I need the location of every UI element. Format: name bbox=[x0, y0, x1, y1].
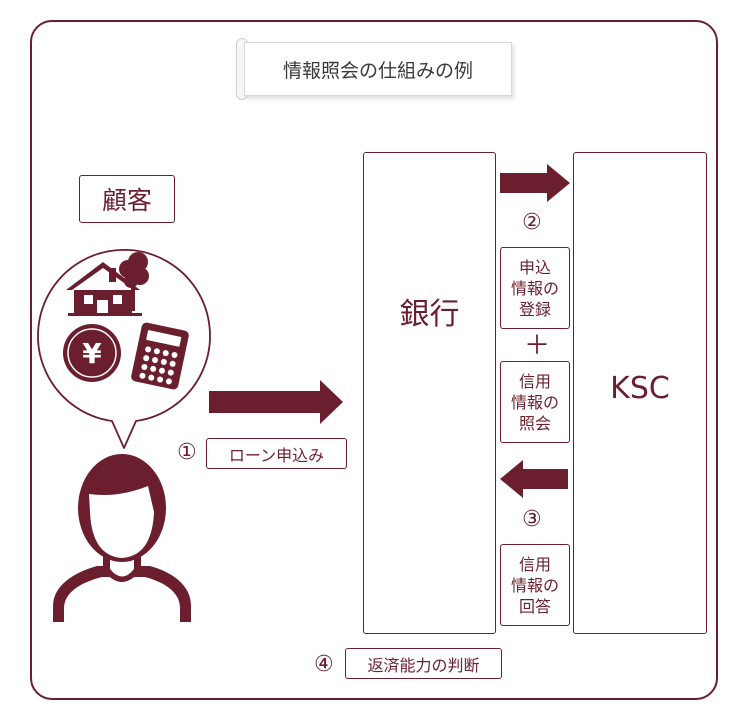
house-tree-icon bbox=[66, 252, 149, 316]
step4-number: ④ bbox=[314, 652, 334, 677]
person-icon bbox=[53, 454, 191, 622]
diagram-frame bbox=[30, 20, 718, 700]
step3-label-line: 信用 bbox=[518, 554, 551, 574]
step1-label: ローン申込み bbox=[206, 438, 347, 469]
plus-sign: ＋ bbox=[524, 331, 551, 361]
step2-number: ② bbox=[522, 210, 542, 235]
step2-label-line: 情報の bbox=[510, 278, 559, 298]
step2-label-line: 申込 bbox=[518, 257, 551, 277]
step2b-label-line: 信用 bbox=[518, 371, 551, 391]
yen-coin-icon: ¥ bbox=[63, 324, 121, 382]
step3-label-line: 情報の bbox=[510, 575, 559, 595]
ksc-name: KSC bbox=[610, 371, 670, 406]
step2-label-line: 登録 bbox=[518, 299, 551, 319]
bank-box: 銀行 bbox=[363, 152, 496, 634]
bank-name: 銀行 bbox=[399, 297, 460, 332]
arrow-bank-to-ksc bbox=[500, 164, 570, 202]
diagram-title: 情報照会の仕組みの例 bbox=[244, 42, 512, 96]
ksc-box: KSC bbox=[573, 152, 707, 634]
arrow-ksc-to-bank bbox=[500, 460, 568, 498]
step2b-label: 信用 情報の 照会 bbox=[500, 361, 570, 443]
calculator-icon bbox=[131, 322, 189, 390]
step4-label: 返済能力の判断 bbox=[345, 648, 502, 679]
step3-label-line: 回答 bbox=[518, 596, 551, 616]
step3-label: 信用 情報の 回答 bbox=[500, 544, 570, 626]
step2b-label-line: 情報の bbox=[510, 392, 559, 412]
step2b-label-line: 照会 bbox=[518, 413, 551, 433]
svg-text:¥: ¥ bbox=[82, 337, 102, 370]
step1-number: ① bbox=[177, 440, 197, 465]
customer-label: 顧客 bbox=[79, 175, 175, 223]
arrow-customer-to-bank bbox=[209, 380, 343, 424]
step2-label: 申込 情報の 登録 bbox=[500, 247, 570, 329]
step3-number: ③ bbox=[522, 507, 542, 532]
